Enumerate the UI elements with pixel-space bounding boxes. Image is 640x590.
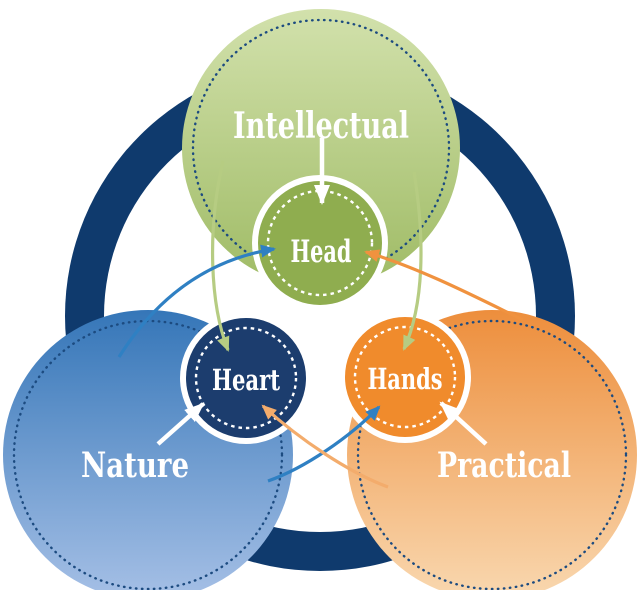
arrow-nature-to-head [117, 244, 276, 358]
intellectual-dotted-border [191, 18, 451, 278]
nature-label: Nature [81, 445, 189, 486]
arrow-intellectual-to-hands [402, 171, 423, 351]
hands-label: Hands [368, 362, 443, 396]
practical-label: Practical [437, 445, 571, 486]
head-circle [258, 181, 382, 305]
arrow-practical-to-hands-label [439, 401, 488, 446]
heart-label: Heart [212, 363, 280, 397]
head-dashed-border [266, 189, 374, 297]
intellectual-label: Intellectual [233, 105, 409, 147]
practical-dotted-border [356, 319, 628, 590]
arrow-intellectual-to-heart [210, 160, 230, 352]
nature-dotted-border [12, 319, 284, 590]
arrow-nature-to-hands [267, 405, 381, 483]
arrow-practical-to-head [364, 249, 524, 322]
label-arrows [156, 138, 488, 446]
arrow-practical-to-heart [261, 404, 389, 489]
arrow-nature-to-heart-label [156, 402, 205, 446]
head-circle-group [252, 175, 388, 311]
heart-dashed-border [194, 326, 298, 430]
connection-arrows [117, 160, 524, 489]
head-label: Head [291, 234, 352, 270]
hands-dashed-border [353, 325, 457, 429]
